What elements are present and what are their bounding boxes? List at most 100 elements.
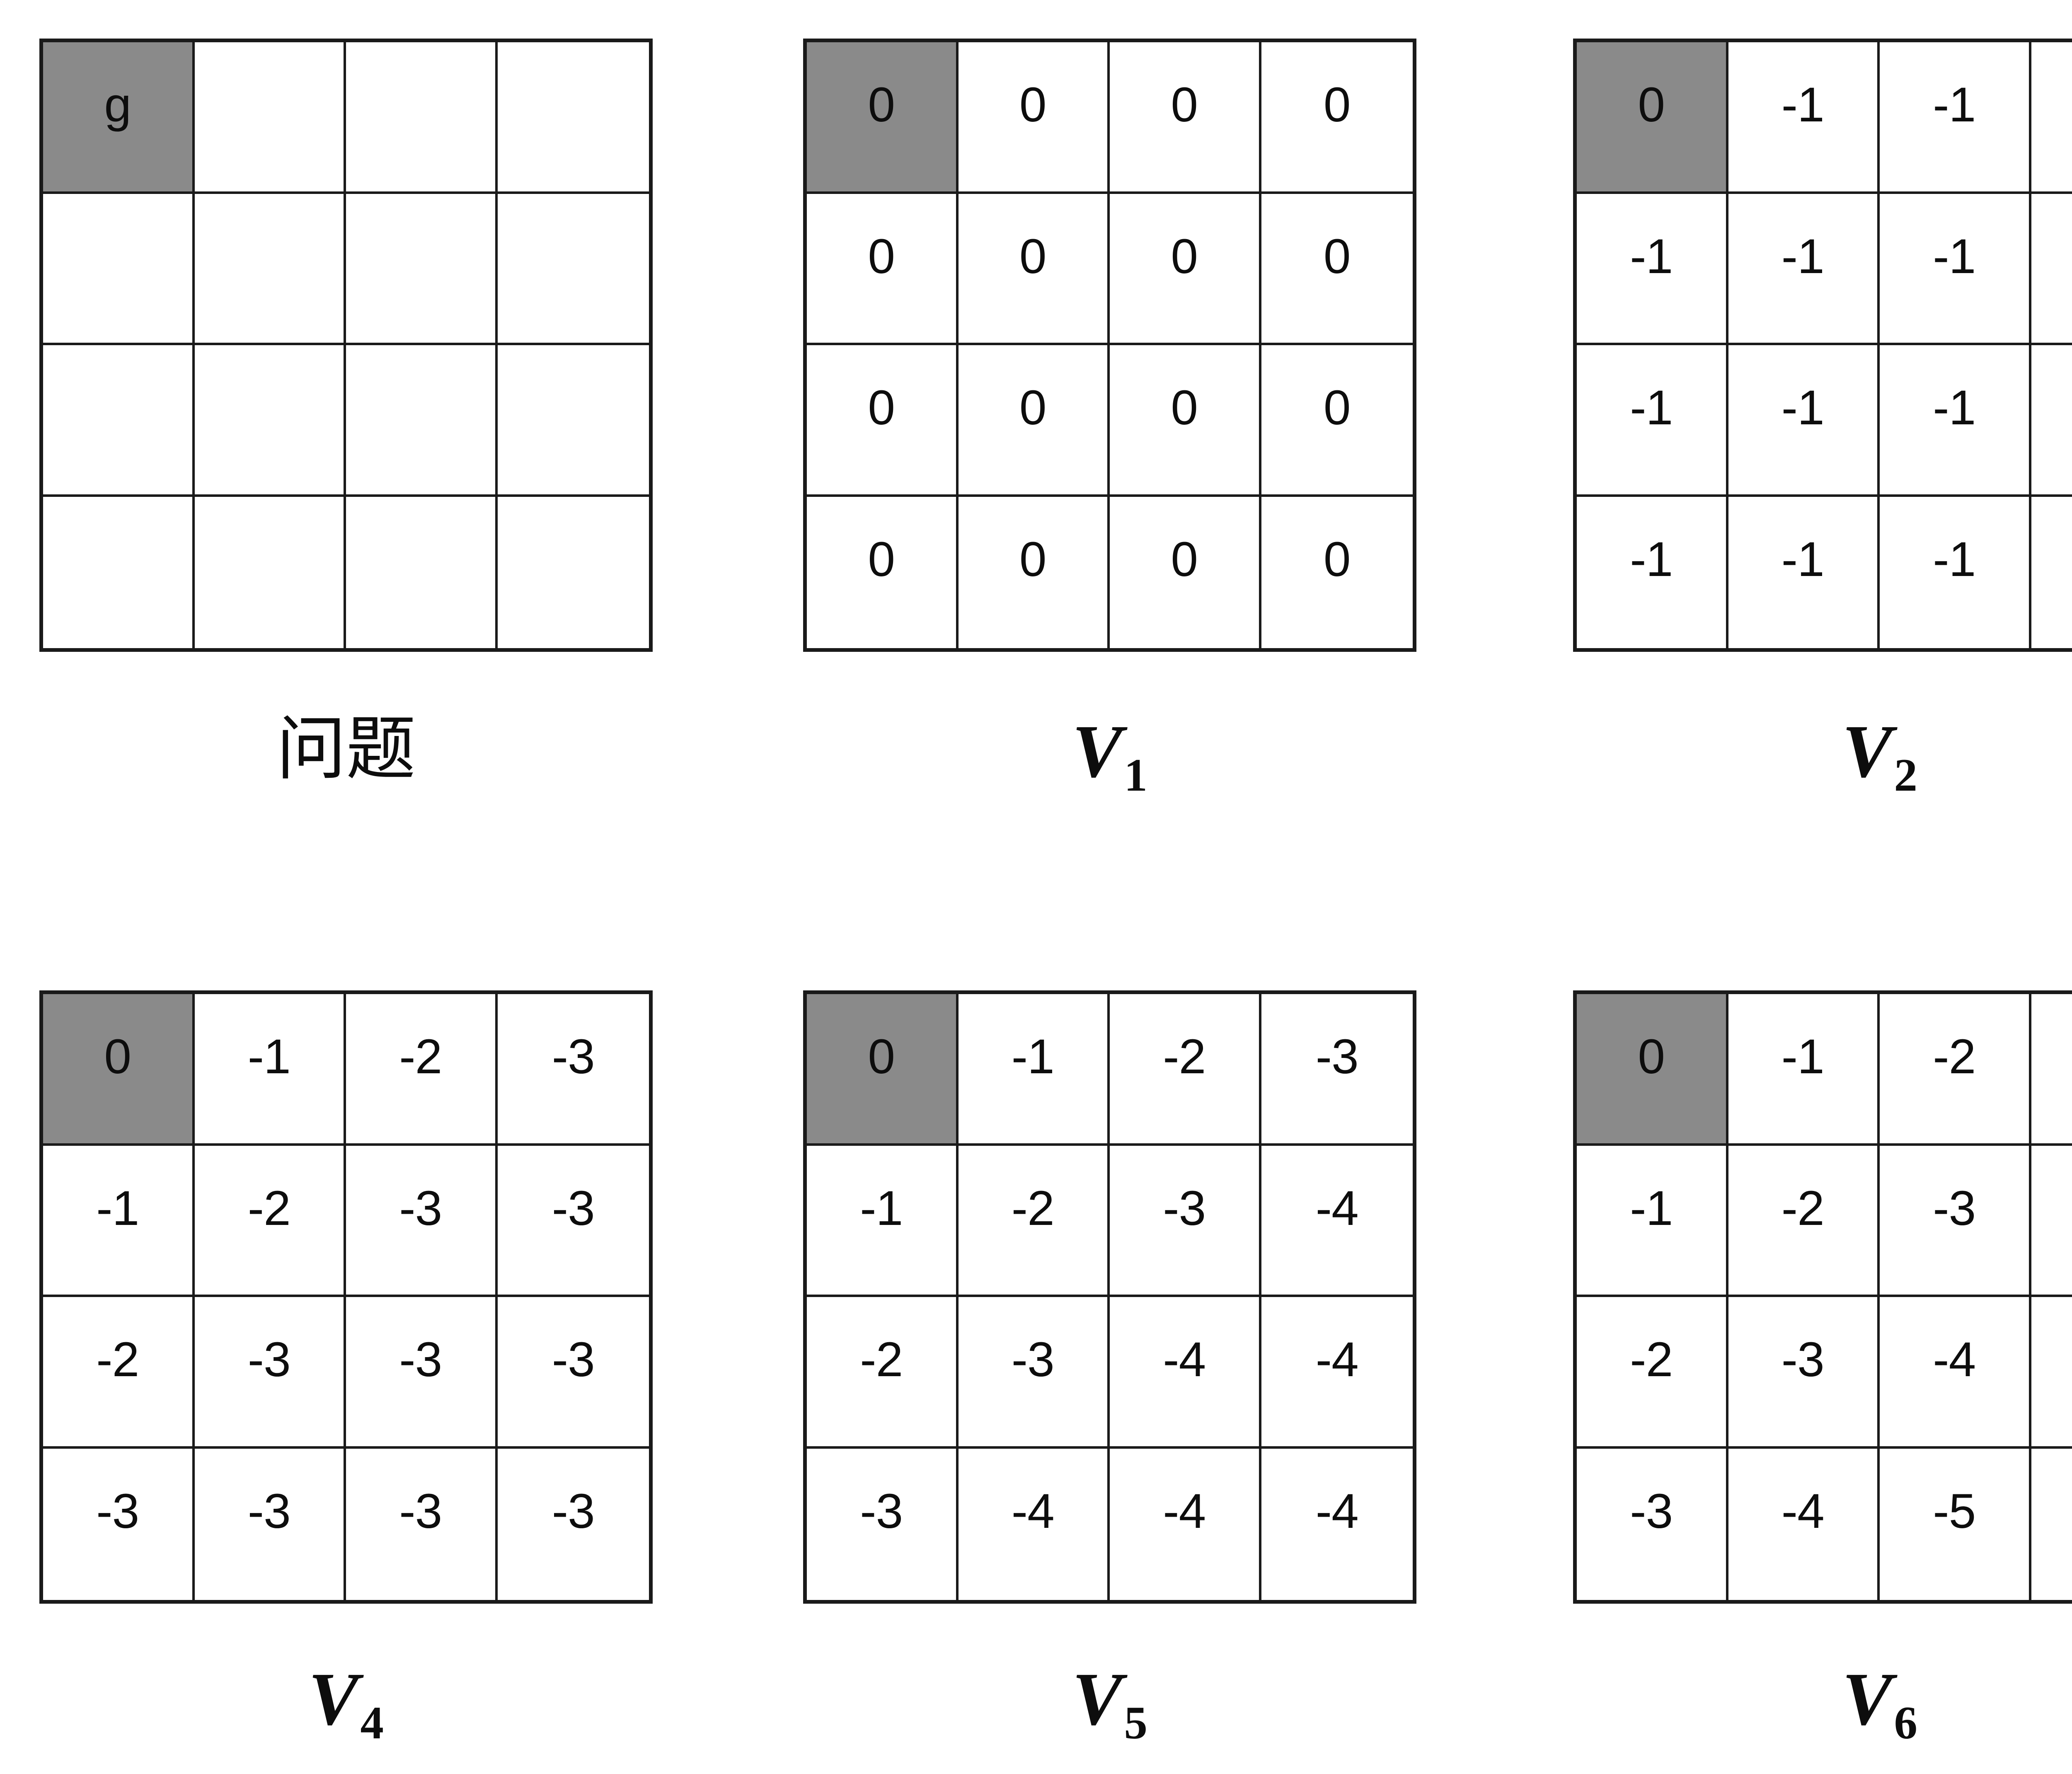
cell-value: -1	[1781, 532, 1825, 587]
grid-cell: 0	[1261, 345, 1413, 497]
grid-cell: -2	[346, 994, 498, 1146]
grid-cell: -3	[958, 1297, 1110, 1449]
cell-value: -3	[96, 1484, 139, 1539]
cell-value: -4	[1781, 1484, 1825, 1539]
cell-value: -1	[1630, 380, 1673, 435]
cell-value: 0	[868, 77, 895, 132]
grid-cell: -2	[1880, 994, 2031, 1146]
cell-value: -3	[1630, 1484, 1673, 1539]
grid-cell: -4	[1110, 1448, 1261, 1600]
cell-value: 0	[1638, 77, 1665, 132]
cell-value: 0	[868, 532, 895, 587]
cell-value: -2	[399, 1029, 442, 1084]
cell-value: -2	[1933, 1029, 1976, 1084]
cell-value: -1	[1781, 380, 1825, 435]
grid-cell: -3	[807, 1448, 959, 1600]
grid-cell: -3	[497, 1145, 649, 1297]
cell-value: 0	[1171, 380, 1198, 435]
grid-cell: -3	[1110, 1145, 1261, 1297]
cell-value: g	[104, 77, 131, 132]
cell-value: -3	[552, 1029, 595, 1084]
grid-cell: -1	[194, 994, 346, 1146]
cell-value: -4	[1933, 1332, 1976, 1387]
grid-cell: 0	[807, 496, 959, 648]
cell-value: -3	[552, 1181, 595, 1236]
cell-value: -3	[1315, 1029, 1359, 1084]
cell-value: -1	[1781, 1029, 1825, 1084]
grid-cell: -1	[2031, 194, 2072, 345]
grid-cell: -3	[194, 1448, 346, 1600]
cell-value: -2	[96, 1332, 139, 1387]
grid-cell: -1	[1577, 1145, 1728, 1297]
grid-cell	[194, 194, 346, 345]
cell-value: 0	[1171, 229, 1198, 284]
cell-value: -2	[1781, 1181, 1825, 1236]
cell-value: -5	[1933, 1484, 1976, 1539]
grid-cell-goal: 0	[807, 42, 959, 194]
grid-cell: -2	[43, 1297, 195, 1449]
cell-value: -3	[399, 1181, 442, 1236]
cell-value: -3	[552, 1484, 595, 1539]
grid-cell: 0	[958, 345, 1110, 497]
panel-caption-subscript: 6	[1894, 1697, 1917, 1749]
grid-cell: -3	[346, 1145, 498, 1297]
grid-cell: -1	[1577, 496, 1728, 648]
cell-value: -1	[96, 1181, 139, 1236]
grid-cell: -4	[1261, 1448, 1413, 1600]
cell-value: 0	[1323, 380, 1351, 435]
grid-cell: 0	[1261, 496, 1413, 648]
grid-cell: -2	[1577, 1297, 1728, 1449]
grid-cell	[43, 496, 195, 648]
cell-value: -1	[1781, 77, 1825, 132]
grid-cell: -5	[2031, 1448, 2072, 1600]
panel-caption-label: V	[1842, 710, 1893, 793]
grid-cell: -2	[1110, 994, 1261, 1146]
grid-cell: -1	[1728, 194, 1880, 345]
cell-value: -1	[247, 1029, 291, 1084]
grid-cell: -3	[1261, 994, 1413, 1146]
grid-cell: -3	[1577, 1448, 1728, 1600]
panel-caption-label: 问题	[276, 708, 416, 789]
grid-cell: -1	[2031, 42, 2072, 194]
grid-cell	[194, 496, 346, 648]
cell-value: 0	[1019, 229, 1047, 284]
grid-cell: -3	[194, 1297, 346, 1449]
grid-cell: 0	[1110, 194, 1261, 345]
grid-cell	[497, 345, 649, 497]
panel-caption-label: V	[1072, 710, 1123, 793]
panel-caption-subscript: 1	[1124, 749, 1147, 801]
grid-cell: -5	[2031, 1297, 2072, 1449]
cell-value: -4	[1163, 1484, 1206, 1539]
grid-cell: -4	[1261, 1145, 1413, 1297]
grid-cell	[497, 194, 649, 345]
cell-value: -2	[1011, 1181, 1055, 1236]
grid-cell: 0	[1261, 42, 1413, 194]
grid-cell: -1	[1728, 994, 1880, 1146]
cell-value: -3	[1163, 1181, 1206, 1236]
grid-cell: -4	[1261, 1297, 1413, 1449]
grid-cell-goal: 0	[1577, 42, 1728, 194]
value-grid: 0-1-2-3-1-2-3-4-2-3-4-5-3-4-5-5	[1573, 990, 2072, 1604]
cell-value: 0	[1323, 532, 1351, 587]
cell-value: 0	[1638, 1029, 1665, 1084]
cell-value: -3	[247, 1332, 291, 1387]
grid-cell: -1	[1880, 345, 2031, 497]
grid-cell	[43, 194, 195, 345]
cell-value: 0	[104, 1029, 131, 1084]
cell-value: -3	[399, 1332, 442, 1387]
grid-cell	[346, 345, 498, 497]
cell-value: -1	[1630, 1181, 1673, 1236]
grid-cell: -3	[43, 1448, 195, 1600]
cell-value: -1	[1933, 380, 1976, 435]
grid-cell: -3	[497, 1297, 649, 1449]
cell-value: -1	[1630, 229, 1673, 284]
grid-cell: 0	[1110, 345, 1261, 497]
panel-caption-label: V	[1842, 1658, 1893, 1741]
cell-value: 0	[1019, 77, 1047, 132]
grid-cell: -5	[1880, 1448, 2031, 1600]
panel-caption: V5	[803, 1662, 1416, 1747]
grid-cell: -1	[43, 1145, 195, 1297]
cell-value: -3	[1011, 1332, 1055, 1387]
grid-cell: 0	[958, 42, 1110, 194]
